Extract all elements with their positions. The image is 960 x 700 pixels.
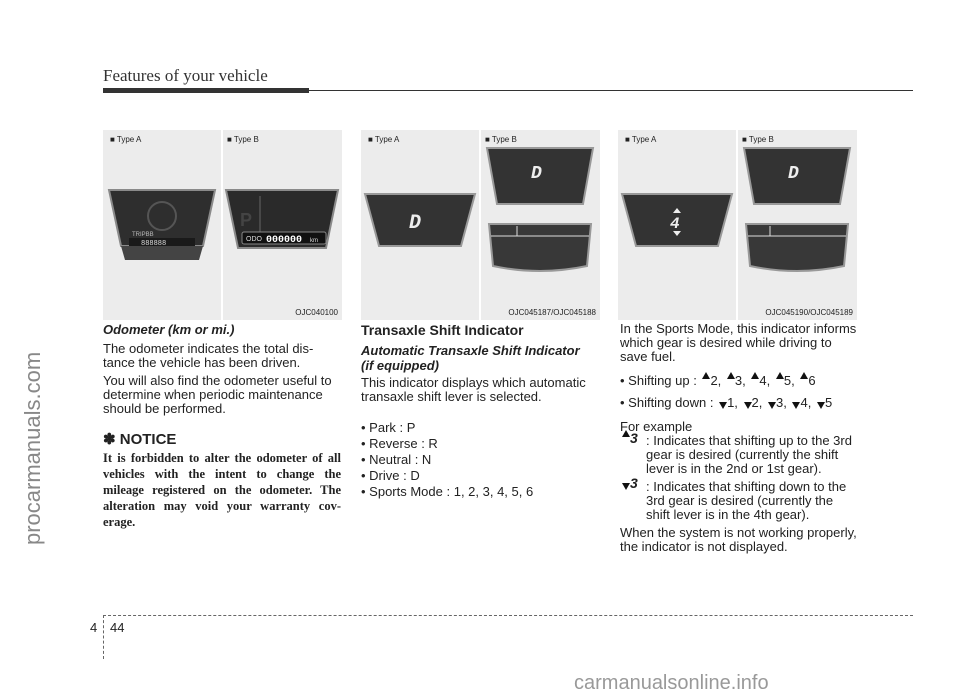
section-title: Transaxle Shift Indicator [361,322,524,338]
odometer-heading: Odometer (km or mi.) [103,322,235,337]
odo-unit: km [310,238,318,244]
type-b-label: ■ Type B [227,135,259,144]
down-arrow-icon [816,402,825,409]
type-b-label: ■ Type B [742,135,774,144]
gear-display-a: D [409,212,421,235]
up-arrow-icon [702,372,711,379]
svg-text:P: P [240,210,252,230]
up-arrow-icon [800,372,809,379]
type-a-label: ■ Type A [625,135,657,144]
column-shift-indicator: Transaxle Shift Indicator Automatic Tran… [361,322,599,500]
example-up-symbol: 3 [620,430,638,445]
list-item: • Sports Mode : 1, 2, 3, 4, 5, 6 [361,484,534,499]
page-header-title: Features of your vehicle [103,66,268,85]
up-arrow-icon [622,430,630,437]
odometer-gauge-type-a: TRIPBB 888888 [107,189,217,260]
list-item: • Reverse : R [361,436,438,451]
list-item: • Park : P [361,420,416,435]
gear-display-b: D [531,164,542,184]
header-rule [309,90,913,91]
sports-gauge-type-a: 4 [620,193,734,247]
notice-title: ✽ NOTICE [103,431,177,448]
type-a-label: ■ Type A [110,135,142,144]
panel-divider [736,130,738,320]
header-bar [103,88,309,93]
tripbb-text: TRIPBB [132,232,154,238]
shift-up-arrow-icon [673,208,681,213]
odo-small-digits: 888888 [141,240,166,248]
shift-gauge-type-a: D [363,193,477,247]
list-item: • Drive : D [361,468,420,483]
shift-down-line: • Shifting down : 1, 2, 3, 4, 5 [620,395,833,410]
closing-para: When the system is not working properly,… [620,525,857,554]
figure-shift-indicator: ■ Type A ■ Type B D D OJC045187/OJC04518… [361,130,600,320]
sub-heading-1: Automatic Transaxle Shift Indicator [361,343,580,358]
odometer-para-2: You will also find the odometer useful t… [103,373,332,416]
figure-code: OJC045190/OJC045189 [765,308,853,317]
up-arrow-icon [775,372,784,379]
page-number: 44 [110,620,125,635]
column-sports-mode: In the Sports Mode, this indicator infor… [620,322,858,554]
footer-rule [103,615,913,616]
figure-sports-mode-indicator: ■ Type A ■ Type B 4 D OJC045190/OJC04518… [618,130,857,320]
odometer-gauge-type-b: P ODO 000000 km [224,189,340,249]
down-arrow-icon [622,483,630,490]
down-arrow-icon [768,402,776,409]
watermark-left: procarmanuals.com [20,351,45,545]
figure-code: OJC040100 [295,308,338,317]
figure-code: OJC045187/OJC045188 [508,308,596,317]
column-odometer: Odometer (km or mi.) The odometer indica… [103,322,341,530]
panel-divider [479,130,481,320]
sports-gauge-type-b-top: D [742,147,852,205]
down-arrow-icon [719,402,728,409]
chapter-number: 4 [90,620,98,635]
up-arrow-icon [751,372,760,379]
watermark-bottom: carmanualsonline.info [574,672,769,694]
sports-intro: In the Sports Mode, this indicator infor… [620,321,857,364]
figure-odometer: ■ Type A ■ Type B TRIPBB 888888 P ODO 00… [103,130,342,320]
sub-heading-2: (if equipped) [361,358,439,373]
example-down-symbol: 3 [620,476,638,490]
list-item: • Neutral : N [361,452,432,467]
odo-label: ODO [246,236,263,243]
example-down: 3 : Indicates that shifting down to the … [620,476,858,522]
shift-gauge-type-b-bottom [487,223,593,272]
shift-position-list: • Park : P • Reverse : R • Neutral : N •… [361,420,599,500]
odometer-para-1: The odometer indicates the total dis-tan… [103,341,314,370]
shift-down-arrow-icon [673,231,681,236]
example-label: For example [620,419,693,434]
odo-value: 000000 [266,235,302,246]
type-b-label: ■ Type B [485,135,517,144]
footer-vertical-rule [103,615,104,659]
shift-gauge-type-b-top: D [485,147,595,205]
sports-gauge-type-b-bottom [744,223,850,272]
down-arrow-icon [792,402,801,409]
gear-display-b: D [788,164,799,184]
down-arrow-icon [743,402,752,409]
shift-intro: This indicator displays which automatic … [361,375,586,404]
shift-up-line: • Shifting up : 2, 3, 4, 5, 6 [620,372,816,388]
notice-body: It is forbidden to alter the odometer of… [103,451,341,529]
panel-divider [221,130,223,320]
gear-display-a: 4 [670,215,680,233]
example-up: 3 : Indicates that shifting up to the 3r… [620,430,858,476]
type-a-label: ■ Type A [368,135,400,144]
up-arrow-icon [726,372,735,379]
